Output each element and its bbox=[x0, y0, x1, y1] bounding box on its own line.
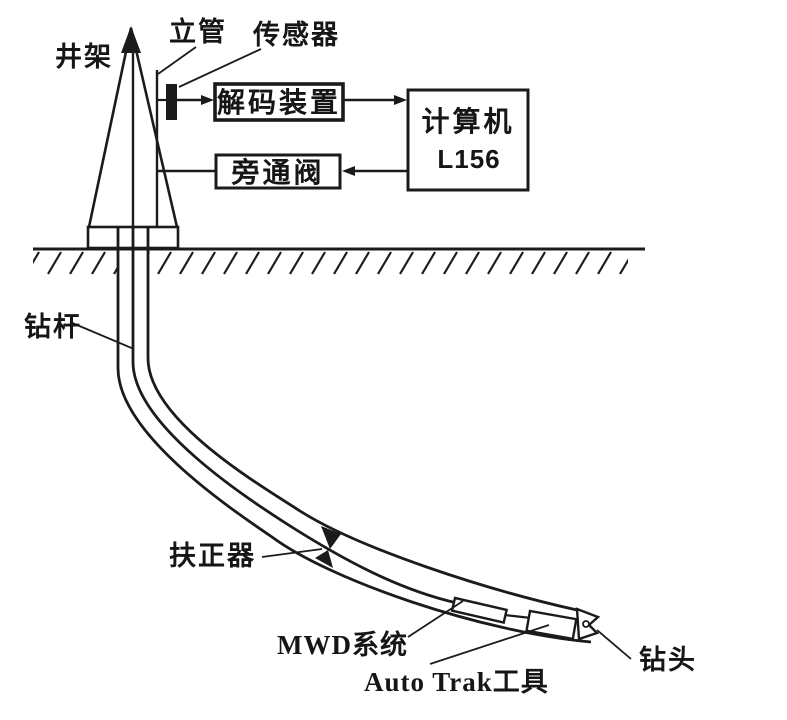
wellbore-curve-top bbox=[146, 227, 578, 612]
sensor-marker bbox=[166, 84, 177, 120]
leader-line-drill-pipe bbox=[69, 321, 135, 350]
derrick-left-leg bbox=[87, 27, 133, 228]
leader-line-autotrak bbox=[429, 624, 550, 665]
computer-box bbox=[406, 88, 530, 192]
wellbore-curve-bottom bbox=[116, 227, 592, 644]
computer-box-label: 计算机 bbox=[421, 105, 514, 137]
autotrak-tool-shape bbox=[525, 609, 578, 641]
arrowhead-sensor-to-decoder bbox=[201, 95, 214, 105]
derrick-apex bbox=[121, 26, 141, 53]
derrick-right-leg bbox=[129, 27, 179, 228]
drill-bit-nozzle bbox=[582, 620, 590, 628]
arrowhead-decoder-to-computer bbox=[394, 95, 407, 105]
decoder-box-label: 解码装置 bbox=[217, 87, 341, 118]
stabilizer-marker-upper bbox=[321, 526, 341, 549]
sensor-label: 传感器 bbox=[252, 19, 340, 50]
autotrak-tool-label: Auto Trak工具 bbox=[364, 667, 549, 697]
bypass-valve-label: 旁通阀 bbox=[230, 156, 324, 188]
drill-bit-label: 钻头 bbox=[639, 645, 697, 675]
mwd-to-autotrak-connector bbox=[504, 613, 532, 620]
leader-line-mwd bbox=[407, 600, 464, 638]
stabilizer-label: 扶正器 bbox=[169, 541, 256, 571]
arrowhead-computer-to-bypass bbox=[342, 166, 355, 176]
drill-pipe-label: 钻杆 bbox=[24, 312, 82, 342]
mwd-system-label: MWD系统 bbox=[277, 629, 408, 660]
decoder-box bbox=[213, 82, 345, 122]
stabilizer-marker-lower bbox=[315, 550, 333, 568]
leader-line-standpipe bbox=[157, 46, 197, 75]
computer-model-label: L156 bbox=[437, 144, 500, 174]
drill-pipe-curve-middle bbox=[131, 227, 458, 605]
mwd-tool-shape bbox=[450, 596, 509, 625]
derrick-label: 井架 bbox=[55, 42, 113, 72]
leader-line-drill-bit bbox=[596, 629, 632, 660]
standpipe-label: 立管 bbox=[169, 16, 227, 47]
leader-line-stabilizer bbox=[261, 548, 323, 558]
leader-line-sensor bbox=[178, 48, 262, 88]
